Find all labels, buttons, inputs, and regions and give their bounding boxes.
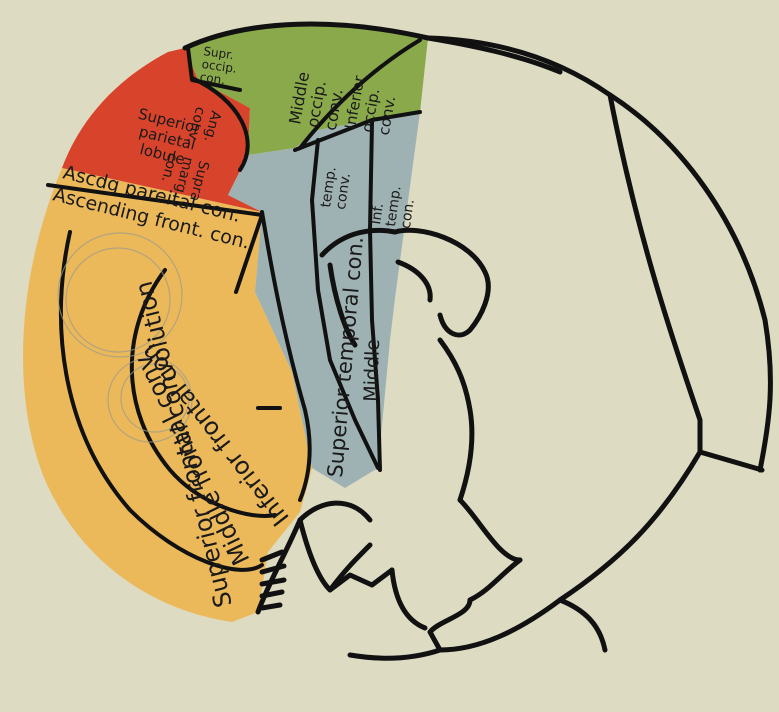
label-middle-temporal: Middle <box>360 339 384 402</box>
